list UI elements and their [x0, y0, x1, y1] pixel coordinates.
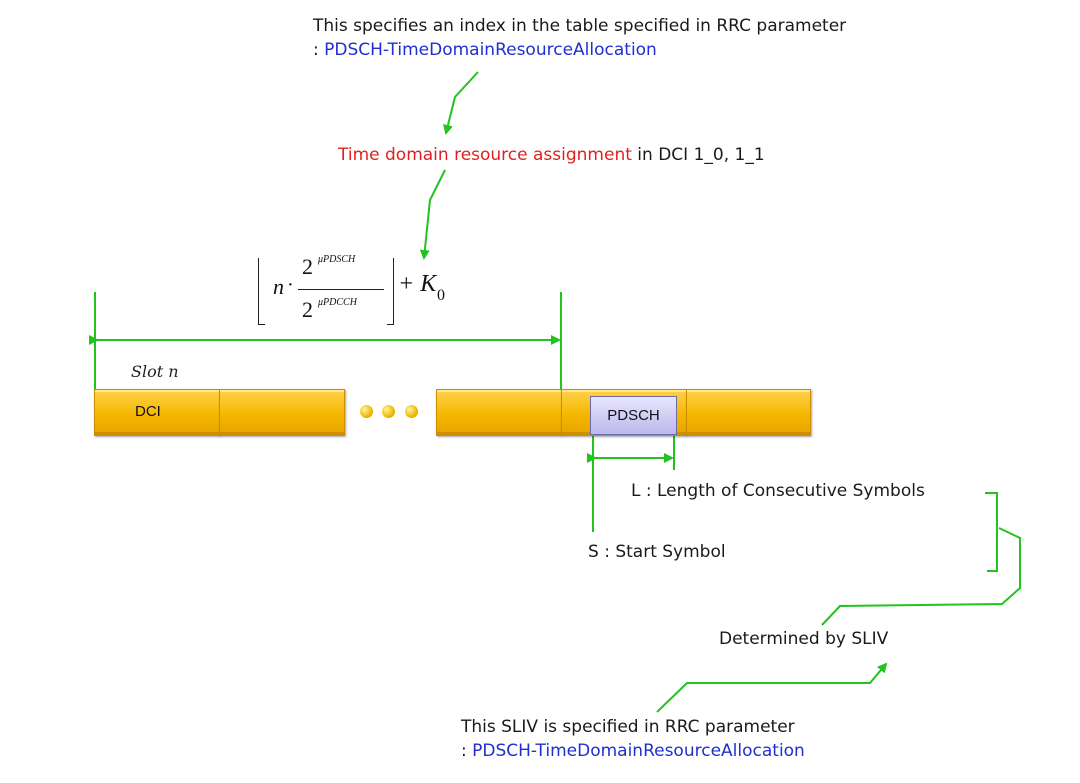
- arrow-field-to-formula: [419, 169, 446, 260]
- symbol-block-dci: DCI: [94, 389, 220, 436]
- formula-k-sub: 0: [437, 287, 445, 304]
- symbol-block: [686, 389, 811, 436]
- arrow-note-to-field: [443, 71, 479, 135]
- formula-n: n: [273, 274, 284, 299]
- length-label: L : Length of Consecutive Symbols: [631, 481, 925, 501]
- symbol-block: [436, 389, 562, 436]
- floor-bracket-right: [387, 258, 394, 325]
- dci-label: DCI: [135, 403, 161, 420]
- symbol-block: [219, 389, 345, 436]
- bracket-to-sliv: [821, 527, 1021, 626]
- field-name: Time domain resource assignment: [338, 145, 632, 165]
- formula-num-base: 2: [302, 254, 313, 279]
- top-note-prefix: :: [313, 40, 325, 60]
- sliv-label: Determined by SLIV: [719, 629, 889, 649]
- formula-num-exp: μPDSCH: [318, 254, 356, 265]
- field-suffix: in DCI 1_0, 1_1: [631, 145, 765, 165]
- formula-den-base: 2: [302, 297, 313, 322]
- arrow-note-to-sliv: [656, 662, 888, 713]
- pdsch-label: PDSCH: [607, 407, 660, 424]
- top-note-line1: This specifies an index in the table spe…: [313, 16, 847, 36]
- slot-label: Slot n: [131, 362, 179, 381]
- ellipsis-dot: [382, 405, 395, 418]
- floor-bracket-left: [258, 258, 265, 325]
- top-note-param: PDSCH-TimeDomainResourceAllocation: [324, 40, 657, 60]
- start-label: S : Start Symbol: [588, 542, 726, 562]
- ellipsis-dot: [360, 405, 373, 418]
- bottom-note-param: PDSCH-TimeDomainResourceAllocation: [472, 741, 805, 761]
- bottom-note-line2: : PDSCH-TimeDomainResourceAllocation: [461, 741, 805, 761]
- ellipsis-dot: [405, 405, 418, 418]
- pdsch-allocation-box: PDSCH: [590, 396, 677, 435]
- formula: n · 2 μPDSCH 2 μPDCCH + K 0: [258, 252, 468, 332]
- fraction-bar: [298, 289, 384, 290]
- formula-den-exp: μPDCCH: [318, 297, 357, 308]
- bottom-note-prefix: :: [461, 741, 473, 761]
- formula-dot: ·: [287, 274, 294, 296]
- sl-bracket: [985, 492, 998, 572]
- bottom-note-line1: This SLIV is specified in RRC parameter: [461, 717, 795, 737]
- field-line: Time domain resource assignment in DCI 1…: [338, 145, 765, 165]
- top-note-line2: : PDSCH-TimeDomainResourceAllocation: [313, 40, 657, 60]
- formula-plus-k: + K: [398, 271, 437, 297]
